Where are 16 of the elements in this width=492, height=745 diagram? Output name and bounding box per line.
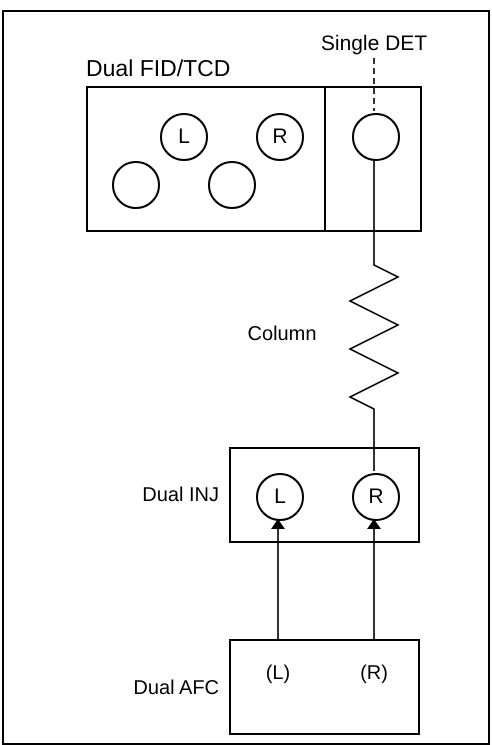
arrow	[367, 519, 381, 639]
leader-line	[373, 58, 375, 111]
node-label: (L)	[264, 661, 292, 686]
node-label: Dual INJ	[141, 483, 219, 508]
node-label: Dual FID/TCD	[86, 54, 232, 82]
node-label: (R)	[359, 661, 389, 686]
port-label: R	[271, 124, 289, 150]
panel-box	[324, 86, 422, 232]
node-label: Single DET	[315, 30, 433, 58]
port-label: R	[367, 484, 385, 510]
edge-label: Column	[246, 322, 318, 347]
port-label: L	[273, 484, 287, 510]
node-label: Dual AFC	[132, 676, 219, 701]
column-line	[348, 159, 400, 471]
arrow	[271, 519, 285, 639]
port-label: L	[177, 124, 191, 150]
